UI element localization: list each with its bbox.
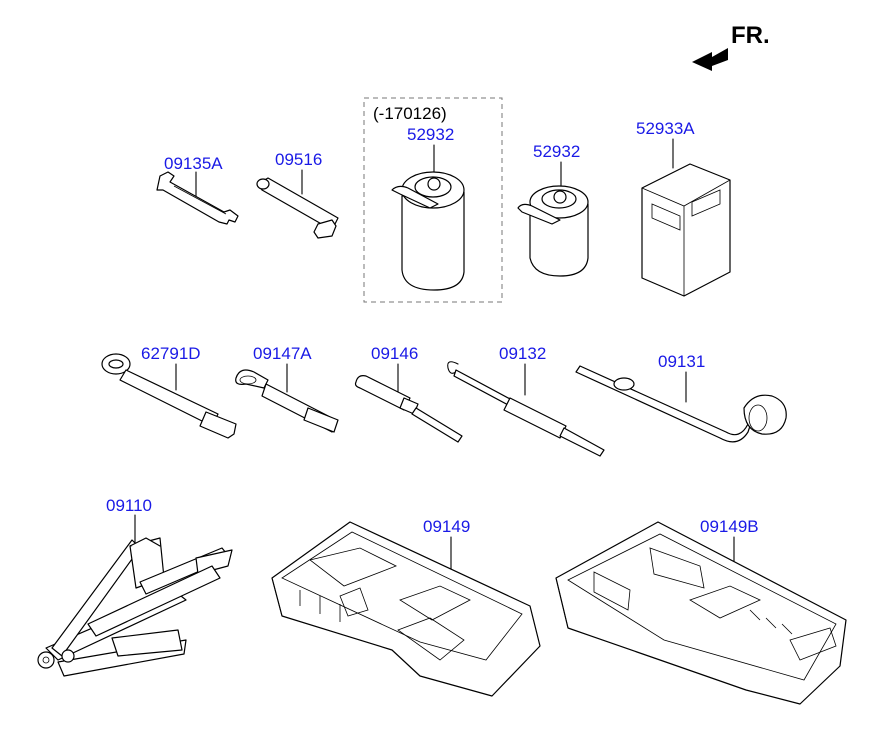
wheel-nut-wrench-drawing xyxy=(575,365,787,443)
tow-hook-drawing xyxy=(101,353,237,439)
part-label-jack[interactable]: 09110 xyxy=(106,496,153,515)
part-label-tool-tray-alt[interactable]: 09149B xyxy=(700,517,759,536)
front-direction-label: FR. xyxy=(731,22,770,49)
part-label-eye-bolt[interactable]: 09147A xyxy=(253,344,312,363)
variant-note: (-170126) xyxy=(373,104,447,123)
lock-socket-early-drawing xyxy=(391,171,465,291)
front-direction-arrow xyxy=(692,48,728,71)
part-label-wheel-nut-wrench[interactable]: 09131 xyxy=(658,352,706,371)
tool-tray-alt-drawing xyxy=(555,521,847,705)
lock-socket-drawing xyxy=(517,185,589,277)
part-label-lock-socket-early[interactable]: 52932 xyxy=(407,125,455,144)
part-label-tool-tray[interactable]: 09149 xyxy=(423,517,471,536)
box-wrench-drawing xyxy=(256,177,339,239)
screwdriver-drawing xyxy=(354,375,463,443)
spanner-drawing xyxy=(156,171,239,225)
socket-case-drawing xyxy=(641,163,731,297)
jack-drawing xyxy=(37,537,233,677)
tool-tray-drawing xyxy=(271,521,541,697)
part-label-tow-hook[interactable]: 62791D xyxy=(141,344,201,363)
part-label-screwdriver[interactable]: 09146 xyxy=(371,344,419,363)
jack-handle-rod-drawing xyxy=(447,361,605,457)
part-label-jack-handle-rod[interactable]: 09132 xyxy=(499,344,547,363)
part-label-spanner[interactable]: 09135A xyxy=(164,154,223,173)
eye-bolt-drawing xyxy=(235,369,339,433)
part-label-box-wrench[interactable]: 09516 xyxy=(275,150,323,169)
part-label-lock-socket[interactable]: 52932 xyxy=(533,142,581,161)
part-label-socket-case[interactable]: 52933A xyxy=(636,119,695,138)
